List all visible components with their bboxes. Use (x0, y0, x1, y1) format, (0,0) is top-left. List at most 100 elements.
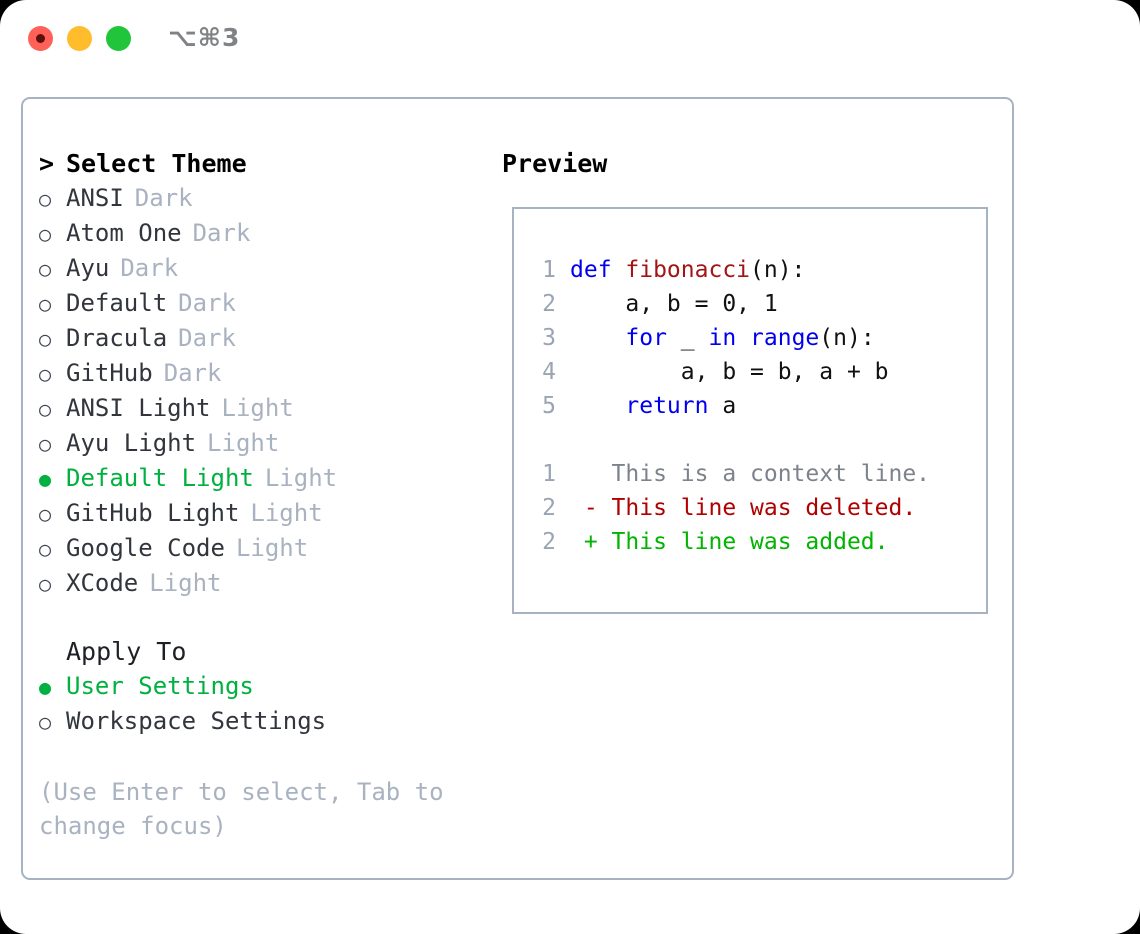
plain-token: (n): (750, 257, 806, 283)
theme-item-label: Default (66, 289, 168, 317)
theme-variant-tag: Light (221, 394, 294, 422)
apply-to-header: Apply To (39, 635, 499, 669)
diff-line-text: This is a context line. (570, 461, 931, 487)
theme-variant-tag: Dark (134, 184, 193, 212)
radio-unselected-icon: ○ (39, 537, 52, 561)
code-line-text: a, b = 0, 1 (570, 287, 778, 321)
theme-variant-tag: Dark (192, 219, 251, 247)
diff-line-text: + This line was added. (570, 529, 889, 555)
minimize-window-button[interactable] (67, 26, 92, 51)
radio-unselected-icon: ○ (39, 257, 52, 281)
apply-to-header-label: Apply To (66, 637, 187, 666)
code-line: 3 for _ in range(n): (528, 321, 978, 355)
code-line: 4 a, b = b, a + b (528, 355, 978, 389)
radio-selected-icon: ● (39, 467, 52, 491)
theme-item-label: Dracula (66, 324, 168, 352)
code-line-text: def fibonacci(n): (570, 253, 805, 287)
keyboard-hint: (Use Enter to select, Tab to change focu… (39, 778, 444, 840)
theme-item-github[interactable]: ○ GitHub Dark (39, 356, 499, 391)
theme-variant-tag: Dark (163, 359, 222, 387)
radio-unselected-icon: ○ (39, 572, 52, 596)
line-number: 2 (542, 291, 556, 317)
preview-title: Preview (502, 149, 608, 178)
theme-variant-tag: Light (264, 464, 338, 492)
apply-to-header-spacer (39, 635, 66, 669)
theme-item-ansi[interactable]: ○ ANSI Dark (39, 181, 499, 216)
select-theme-header: > Select Theme (39, 147, 499, 181)
theme-item-label: Atom One (66, 219, 182, 247)
theme-item-google-code[interactable]: ○ Google Code Light (39, 531, 499, 566)
code-line-text: for _ in range(n): (570, 321, 874, 355)
theme-item-xcode[interactable]: ○ XCode Light (39, 566, 499, 601)
apply-to-item-label: User Settings (66, 672, 254, 700)
apply-to-list: ● User Settings ○Workspace Settings (39, 669, 499, 739)
line-number: 3 (542, 325, 556, 351)
plain-token: a, b = b, a + b (570, 359, 889, 385)
diff-line-text: - This line was deleted. (570, 495, 917, 521)
line-number: 1 (542, 257, 556, 283)
theme-variant-tag: Light (235, 534, 309, 562)
radio-unselected-icon: ○ (39, 362, 52, 386)
theme-item-atom-one[interactable]: ○ Atom One Dark (39, 216, 499, 251)
radio-unselected-icon: ○ (39, 292, 52, 316)
radio-unselected-icon: ○ (39, 502, 52, 526)
diff-sample: 1 This is a context line.2 - This line w… (528, 457, 978, 559)
radio-unselected-icon: ○ (39, 222, 52, 246)
theme-item-label: Google Code (66, 534, 225, 562)
window-title: ⌥⌘3 (168, 23, 241, 52)
radio-unselected-icon: ○ (39, 710, 52, 734)
radio-unselected-icon: ○ (39, 397, 52, 421)
code-line: 1 def fibonacci(n): (528, 253, 978, 287)
plain-token (570, 325, 625, 351)
plain-token (736, 325, 750, 351)
theme-item-dracula[interactable]: ○ Dracula Dark (39, 321, 499, 356)
line-number: 2 (542, 529, 556, 555)
apply-to-item-workspace-settings[interactable]: ○Workspace Settings (39, 704, 499, 739)
radio-unselected-icon: ○ (39, 187, 52, 211)
code-line: 5 return a (528, 389, 978, 423)
keyword-token: in (708, 325, 737, 351)
theme-variant-tag: Light (207, 429, 280, 457)
diff-line-context: 1 This is a context line. (528, 457, 978, 491)
diff-line-added: 2 + This line was added. (528, 525, 978, 559)
theme-item-label: XCode (66, 569, 139, 597)
theme-item-label: GitHub Light (66, 499, 240, 527)
plain-token: _ (666, 325, 709, 351)
theme-variant-tag: Light (149, 569, 222, 597)
code-line: 2 a, b = 0, 1 (528, 287, 978, 321)
radio-unselected-icon: ○ (39, 327, 52, 351)
diff-line-deleted: 2 - This line was deleted. (528, 491, 978, 525)
plain-token: a (708, 393, 737, 419)
maximize-window-button[interactable] (106, 26, 131, 51)
radio-selected-icon: ● (39, 675, 52, 699)
theme-variant-tag: Dark (178, 324, 236, 352)
theme-item-ansi-light[interactable]: ○ ANSI Light Light (39, 391, 499, 426)
theme-item-label: Ayu (66, 254, 110, 282)
close-window-button[interactable] (28, 26, 53, 51)
plain-token: a, b = 0, 1 (570, 291, 778, 317)
code-spacer (528, 423, 978, 457)
theme-item-label: ANSI (66, 184, 124, 212)
prompt-marker: > (39, 149, 55, 178)
keyword-token: return (625, 393, 709, 419)
line-number: 1 (542, 461, 556, 487)
theme-item-label: ANSI Light (66, 394, 211, 422)
apply-to-item-user-settings[interactable]: ● User Settings (39, 669, 499, 704)
select-theme-header-label: Select Theme (66, 149, 247, 178)
title-bar: ⌥⌘3 (0, 0, 1140, 78)
code-line-text: return a (570, 389, 736, 423)
line-number: 4 (542, 359, 556, 385)
theme-item-label: GitHub (66, 359, 153, 387)
radio-unselected-icon: ○ (39, 432, 52, 456)
